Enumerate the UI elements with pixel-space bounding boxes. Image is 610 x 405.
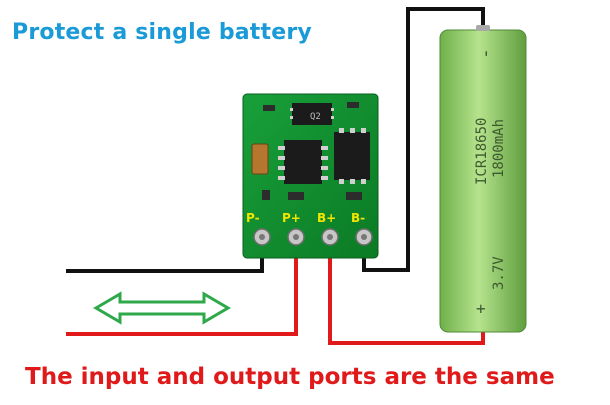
solder-pads bbox=[253, 228, 373, 246]
b-plus-wire bbox=[328, 240, 485, 345]
battery-18650: - ICR18650 1800mAh 3.7V + bbox=[439, 25, 527, 333]
b-minus-wire bbox=[362, 7, 485, 272]
battery-plus-sign: + bbox=[476, 299, 486, 318]
red-wires bbox=[66, 240, 485, 345]
capacitor-icon bbox=[251, 143, 269, 175]
chip-marking: Q2 bbox=[310, 112, 321, 122]
battery-model: ICR18650 bbox=[474, 118, 490, 185]
pin-label-p-minus: P- bbox=[246, 211, 260, 225]
diagram-title: Protect a single battery bbox=[12, 20, 312, 45]
ic-chip-icon bbox=[292, 103, 332, 125]
pin-label-p-plus: P+ bbox=[282, 211, 301, 225]
diagram-caption: The input and output ports are the same bbox=[25, 364, 555, 390]
mosfet-icon bbox=[334, 132, 370, 180]
battery-capacity: 1800mAh bbox=[491, 119, 507, 178]
pin-label-b-minus: B- bbox=[351, 211, 365, 225]
battery-voltage: 3.7V bbox=[491, 256, 507, 290]
ic-chip-icon bbox=[284, 140, 322, 184]
p-minus-wire bbox=[66, 240, 264, 273]
p-plus-wire bbox=[66, 240, 298, 336]
pin-label-b-plus: B+ bbox=[317, 211, 336, 225]
double-arrow-icon bbox=[93, 291, 231, 325]
protection-pcb: Q2 P- P+ B+ B- bbox=[242, 93, 379, 259]
battery-minus-sign: - bbox=[475, 48, 496, 59]
